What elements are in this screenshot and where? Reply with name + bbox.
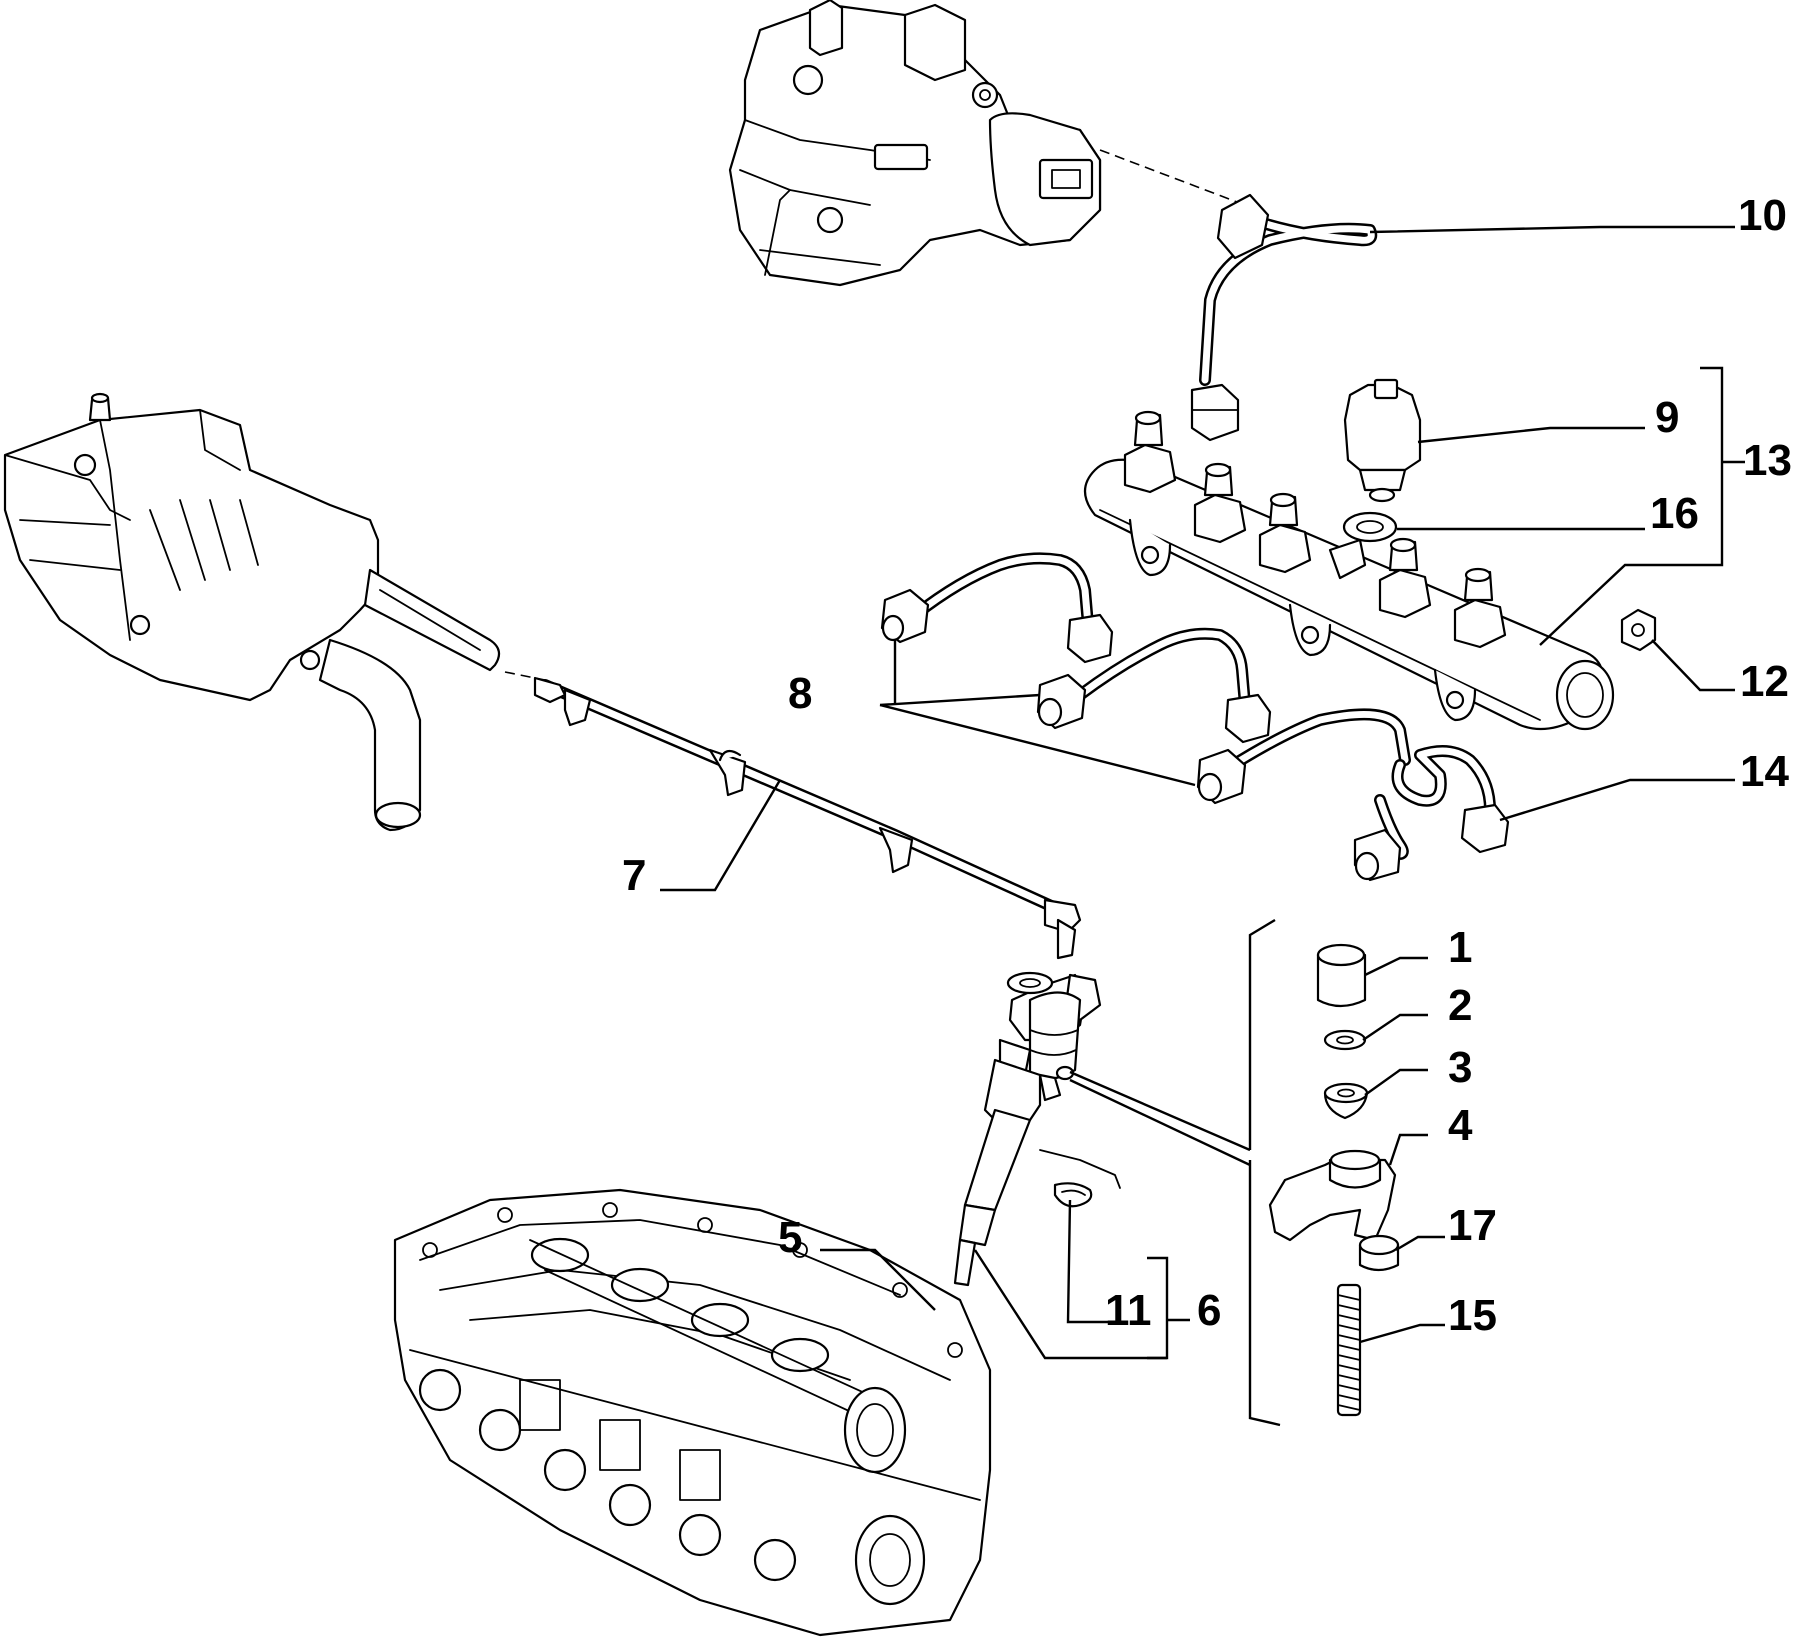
clamp-bracket-bottom	[1248, 1160, 1281, 1427]
pump-to-rail-pipe	[1190, 193, 1378, 442]
spacer-sleeve	[1316, 943, 1367, 1008]
leader-8b	[879, 693, 1041, 707]
callout-4: 4	[1448, 1101, 1473, 1150]
callout-10: 10	[1738, 191, 1787, 240]
leader-11	[1066, 1199, 1110, 1324]
leader-9	[1417, 426, 1645, 444]
fuel-filter-housing	[3, 392, 501, 832]
callout-7: 7	[622, 851, 646, 900]
connection-line	[1099, 149, 1246, 206]
sleeve-nut	[1358, 1234, 1400, 1272]
clamp-leader-upper	[1069, 1070, 1251, 1152]
leader-15	[1359, 1323, 1445, 1344]
bracket-13	[1700, 366, 1724, 567]
cylinder-head	[393, 1188, 992, 1637]
leader-13	[1539, 563, 1700, 646]
callout-6: 6	[1197, 1286, 1221, 1335]
fuel-injector	[953, 971, 1102, 1287]
leak-off-pipe	[533, 676, 1082, 960]
callout-14: 14	[1740, 747, 1789, 796]
leader-7	[660, 779, 782, 892]
leader-3	[1364, 1068, 1428, 1096]
clip-guide-line	[1039, 1149, 1121, 1189]
callout-8: 8	[788, 669, 812, 718]
callout-2: 2	[1448, 981, 1472, 1030]
clamp-leader-lower	[1069, 1078, 1251, 1167]
retaining-clip	[1053, 1182, 1093, 1208]
injector-pipes	[880, 552, 1510, 882]
leader-12	[1651, 639, 1735, 692]
callout-13: 13	[1743, 436, 1792, 485]
washer	[1323, 1029, 1367, 1051]
callout-3: 3	[1448, 1043, 1472, 1092]
common-rail	[1083, 410, 1615, 731]
leader-2	[1362, 1013, 1428, 1041]
pressure-sensor	[1343, 378, 1422, 503]
seal-ring	[1342, 511, 1398, 543]
leader-10	[1369, 225, 1735, 234]
callout-labels: 10 9 13 16 12 8 14 7 1 2 3 4 17 15 5 11 …	[622, 191, 1792, 1340]
callout-11: 11	[1105, 1286, 1152, 1335]
leader-17	[1395, 1235, 1445, 1252]
nut	[1620, 608, 1657, 652]
callout-17: 17	[1448, 1201, 1497, 1250]
callout-15: 15	[1448, 1291, 1497, 1340]
callout-16: 16	[1650, 489, 1699, 538]
clamp-bracket	[1268, 1149, 1397, 1242]
leader-5	[820, 1248, 936, 1311]
high-pressure-pump	[728, 0, 1102, 287]
callout-5: 5	[778, 1213, 802, 1262]
leader-8c	[879, 703, 1196, 787]
leader-6	[973, 1249, 1167, 1360]
leader-4	[1388, 1133, 1428, 1166]
callout-12: 12	[1740, 657, 1789, 706]
leader-14	[1499, 778, 1735, 822]
stud-bolt	[1336, 1283, 1362, 1417]
leader-lines	[660, 225, 1745, 1427]
callout-1: 1	[1448, 923, 1472, 972]
leader-1	[1364, 956, 1428, 977]
clamp-bracket-top	[1248, 918, 1276, 1150]
spherical-washer	[1323, 1082, 1369, 1120]
callout-9: 9	[1655, 393, 1679, 442]
